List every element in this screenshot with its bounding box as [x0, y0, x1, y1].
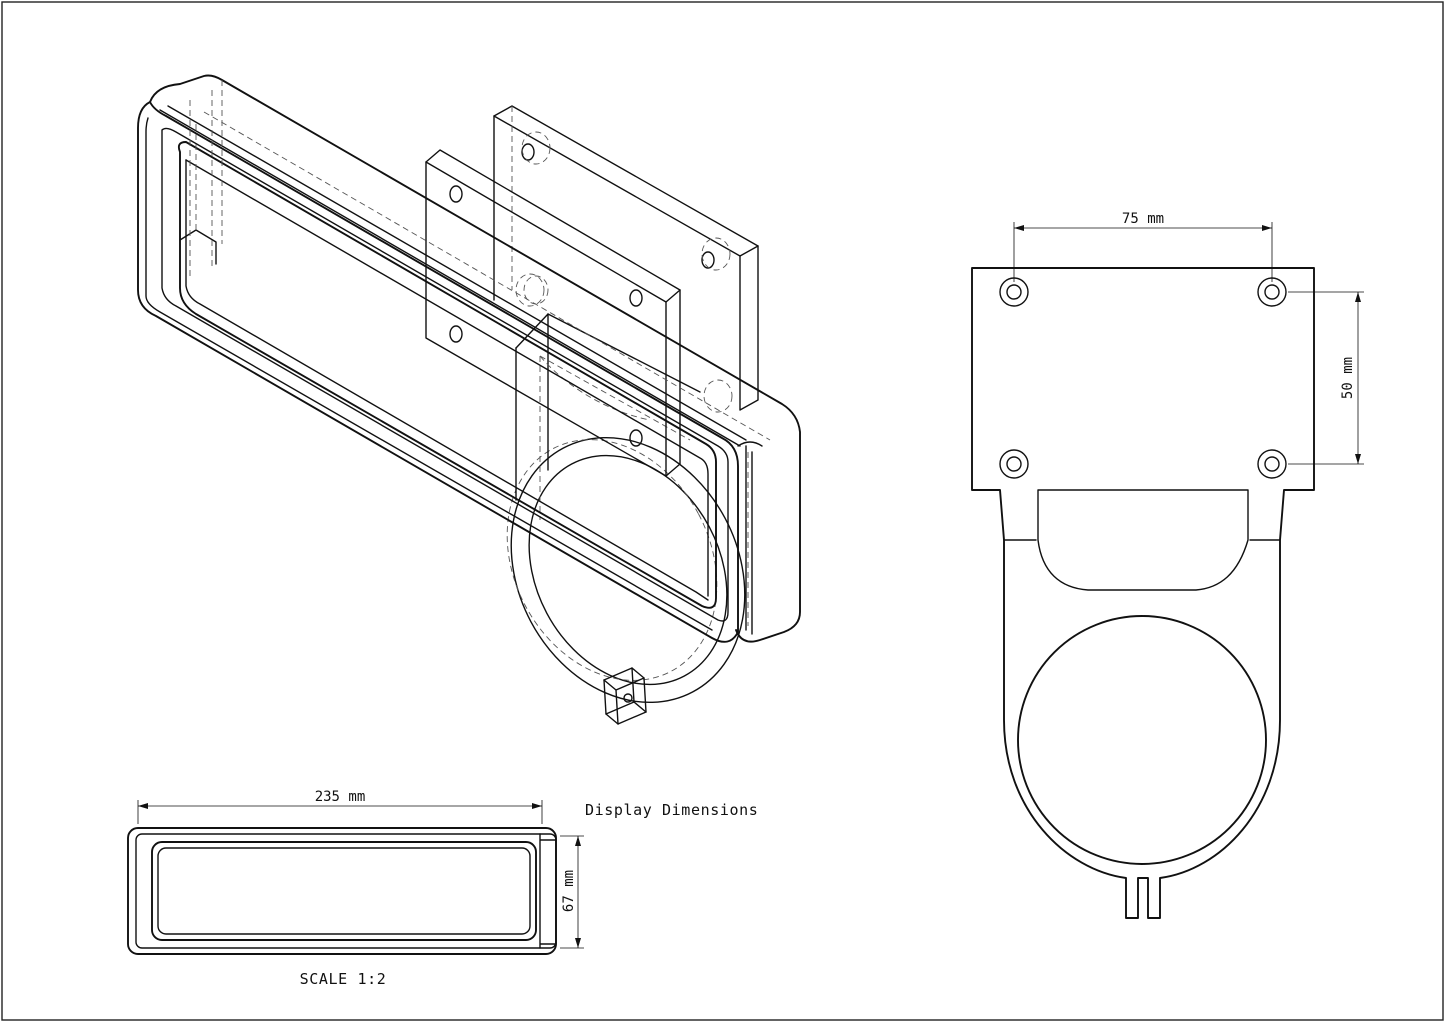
iso-clamp-ring — [506, 436, 746, 725]
display-front-view: 235 mm 67 mm — [127, 789, 584, 955]
dimension-50mm: 50 mm — [1288, 291, 1364, 465]
dimension-75mm: 75 mm — [1013, 211, 1273, 282]
iso-rear-plate — [493, 105, 759, 413]
bracket-holes — [999, 277, 1287, 479]
dimension-235mm: 235 mm — [137, 789, 543, 824]
hole-spacing-vertical-label: 50 mm — [1340, 357, 1356, 399]
dimension-67mm: 67 mm — [560, 835, 584, 949]
bracket-front-view: 75 mm 50 mm — [971, 211, 1364, 919]
scale-label: SCALE 1:2 — [300, 970, 387, 988]
display-dimensions-label: Display Dimensions — [585, 801, 758, 819]
isometric-view — [137, 74, 801, 725]
display-width-label: 235 mm — [315, 789, 366, 805]
iso-display-frame — [137, 74, 801, 643]
hole-spacing-horizontal-label: 75 mm — [1122, 211, 1164, 227]
iso-bracket-arm — [515, 313, 701, 520]
iso-front-plate — [425, 149, 681, 477]
display-height-label: 67 mm — [561, 870, 577, 912]
